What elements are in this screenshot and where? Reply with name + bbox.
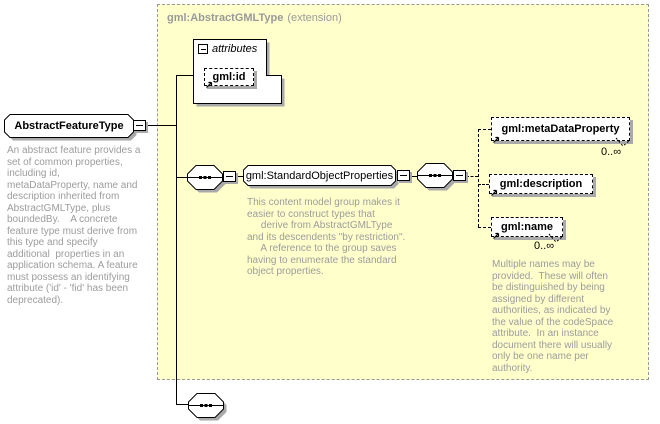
root-type-label: AbstractFeatureType <box>14 120 124 132</box>
name-annotation: Multiple names may be provided. These wi… <box>492 259 614 374</box>
reference-arrow-icon <box>493 136 500 143</box>
connector-sequence2-out <box>466 176 478 177</box>
connector-to-metadataproperty <box>478 129 491 130</box>
connector-to-description <box>478 184 489 185</box>
reference-arrow-icon <box>206 81 213 88</box>
element-description[interactable]: gml:description <box>489 174 593 196</box>
extension-title: gml:AbstractGMLType(extension) <box>167 12 342 24</box>
minus-icon <box>200 48 206 50</box>
connector-children-trunk <box>478 129 479 227</box>
element-metadataproperty[interactable]: gml:metaDataProperty <box>491 117 630 143</box>
attribute-gml-id[interactable]: gml:id <box>204 68 254 88</box>
group-annotation: This content model group makes it easier… <box>247 197 406 277</box>
minus-icon <box>226 176 233 177</box>
sequence2-compositor-icon[interactable] <box>417 163 457 192</box>
attribute-gml-id-label: gml:id <box>212 71 246 83</box>
minus-icon <box>456 175 463 176</box>
minus-icon <box>400 175 407 176</box>
connector-root-to-trunk <box>146 125 176 126</box>
root-annotation: An abstract feature provides a set of co… <box>7 145 141 306</box>
connector-sequence-to-group <box>236 176 243 177</box>
connector-group-to-sequence2 <box>410 176 417 177</box>
root-type-shape <box>4 114 137 141</box>
group-label: gml:StandardObjectProperties <box>245 169 394 182</box>
element-name[interactable]: gml:name <box>491 217 563 239</box>
reference-arrow-icon <box>491 189 498 196</box>
root-type-node[interactable]: AbstractFeatureType <box>4 114 138 142</box>
reference-arrow-icon <box>493 232 500 239</box>
element-name-label: gml:name <box>501 221 553 233</box>
minus-icon <box>136 125 143 126</box>
connector-trunk <box>176 75 177 404</box>
sequence-icon <box>188 393 227 421</box>
group-expand-button[interactable] <box>397 170 410 181</box>
connector-to-name <box>478 227 491 228</box>
metadataproperty-occurrence: 0..∞ <box>601 146 622 158</box>
connector-trunk-to-attributes <box>176 75 193 76</box>
element-metadataproperty-label: gml:metaDataProperty <box>501 123 620 135</box>
connector-trunk-to-sequence <box>176 177 187 178</box>
sequence-expand-button[interactable] <box>223 171 236 182</box>
group-shape <box>243 165 399 189</box>
extension-type-name: gml:AbstractGMLType <box>167 12 284 24</box>
group-node[interactable]: gml:StandardObjectProperties <box>243 165 400 190</box>
sequence-icon <box>187 165 226 193</box>
root-expand-button[interactable] <box>133 120 146 131</box>
extension-derivation-label: (extension) <box>287 12 342 24</box>
attributes-label: attributes <box>212 43 258 55</box>
bottom-sequence-compositor-icon[interactable] <box>188 393 228 422</box>
attributes-collapse-button[interactable] <box>198 44 208 54</box>
sequence-compositor-icon[interactable] <box>187 165 227 194</box>
connector-trunk-to-bottom-sequence <box>176 404 188 405</box>
name-occurrence: 0..∞ <box>534 240 555 252</box>
sequence-icon <box>417 163 456 191</box>
element-description-label: gml:description <box>499 178 583 190</box>
sequence2-expand-button[interactable] <box>453 170 466 181</box>
